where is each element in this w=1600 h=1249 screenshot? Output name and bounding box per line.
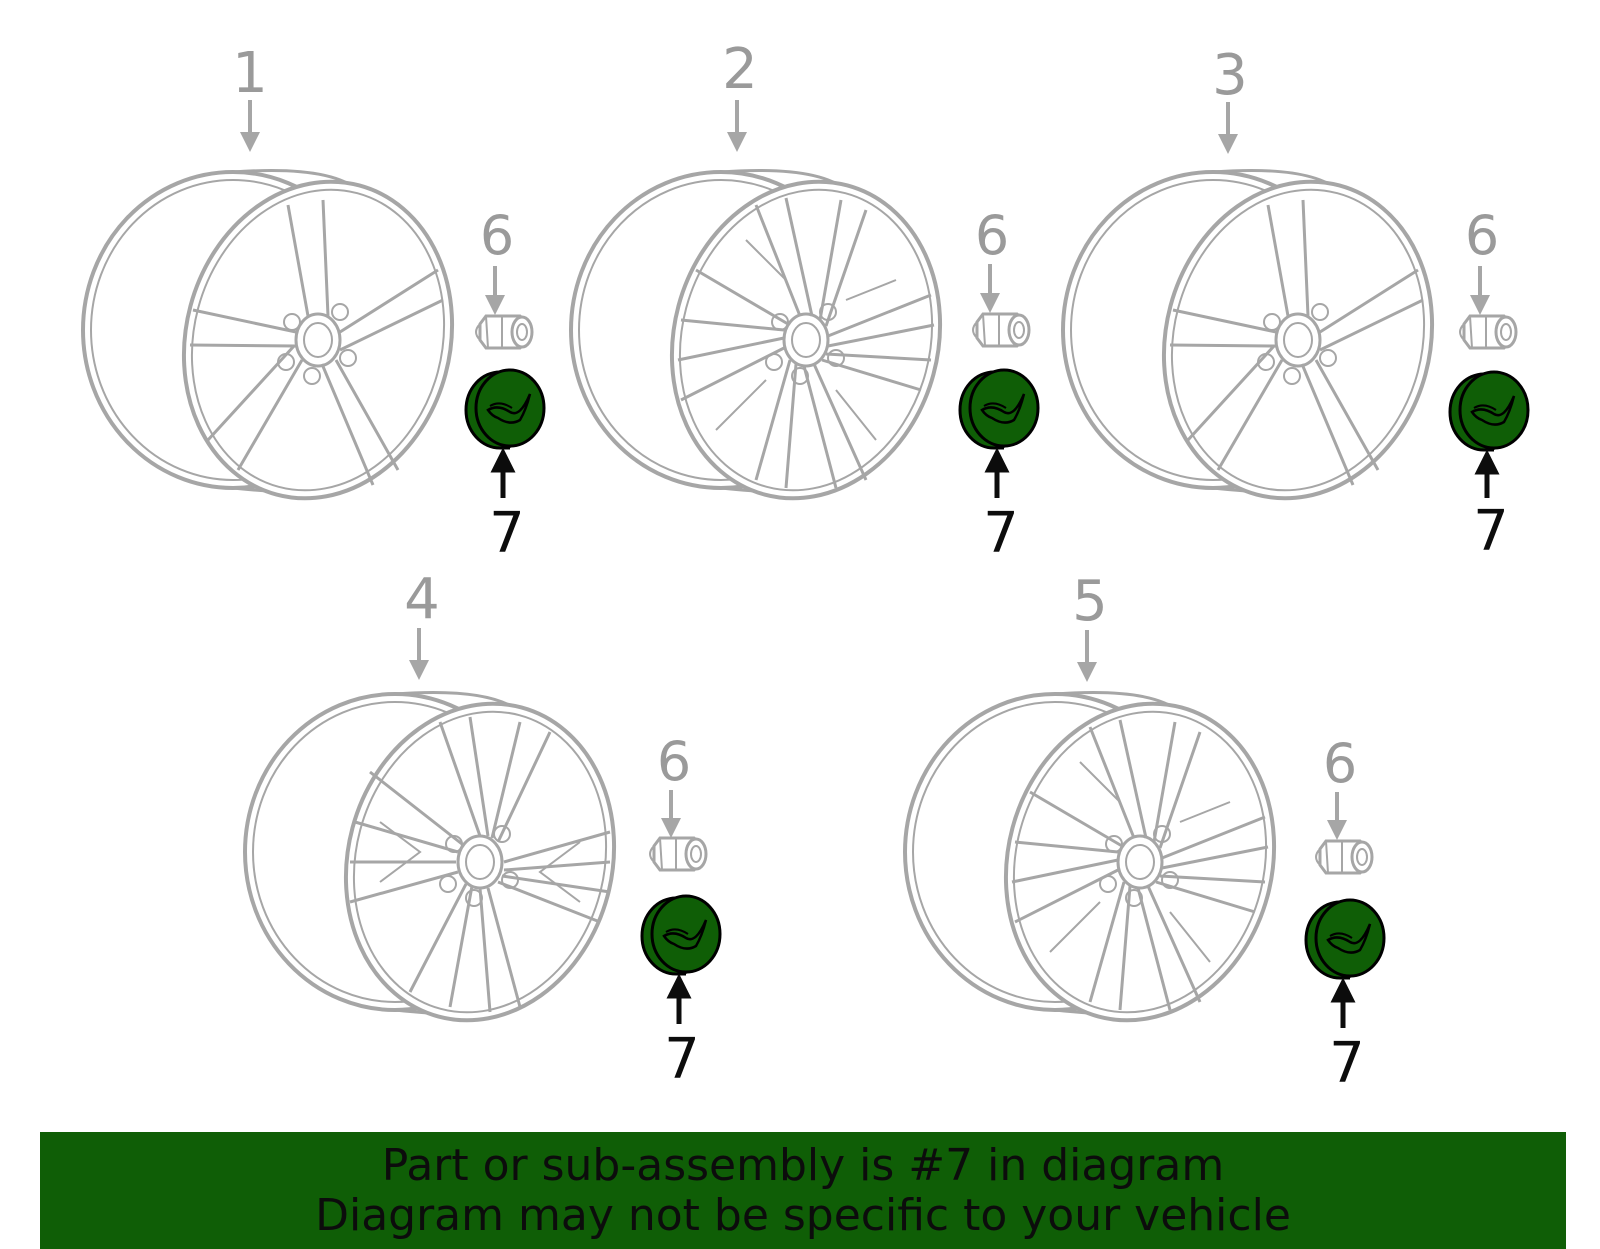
center-cap-1: 7 <box>464 368 546 566</box>
lug-nut-icon <box>971 312 1031 348</box>
footer-line-2: Diagram may not be specific to your vehi… <box>315 1189 1291 1241</box>
crossed-flags-emblem-icon <box>1448 370 1530 452</box>
callout-7-label-1: 7 <box>489 501 525 566</box>
callout-7-label-3: 7 <box>1473 499 1509 564</box>
lug-nut-3: 6 <box>1458 204 1518 350</box>
callout-6-label-4: 6 <box>657 730 691 793</box>
lug-nut-icon <box>1458 314 1518 350</box>
crossed-flags-emblem-icon <box>1304 898 1386 980</box>
wheel-4: 4 <box>243 567 651 1053</box>
lug-nut-5: 6 <box>1314 732 1374 875</box>
callout-6-label-3: 6 <box>1465 204 1499 267</box>
callout-7-label-2: 7 <box>983 501 1019 566</box>
lug-nut-4: 6 <box>648 730 708 872</box>
callout-4-label: 4 <box>404 567 440 632</box>
wheel-2: 2 <box>569 37 977 531</box>
callout-1-label: 1 <box>232 41 268 106</box>
lug-nut-icon <box>474 314 534 350</box>
crossed-flags-emblem-icon <box>464 368 546 450</box>
center-cap-2: 7 <box>958 368 1040 566</box>
lug-nut-1: 6 <box>474 204 534 350</box>
wheel-1: 1 <box>81 41 489 531</box>
callout-7-label-5: 7 <box>1329 1031 1365 1096</box>
callout-2-label: 2 <box>722 37 758 102</box>
callout-6-label-2: 6 <box>975 204 1009 267</box>
wheel-5: 5 <box>903 569 1311 1053</box>
lug-nut-2: 6 <box>971 204 1031 348</box>
wheel-3: 3 <box>1061 43 1469 531</box>
callout-6-label-5: 6 <box>1323 732 1357 795</box>
callout-6-label-1: 6 <box>480 204 514 267</box>
center-cap-4: 7 <box>640 894 722 1092</box>
callout-5-label: 5 <box>1072 569 1108 634</box>
footer-line-1: Part or sub-assembly is #7 in diagram <box>381 1139 1225 1191</box>
center-cap-3: 7 <box>1448 370 1530 564</box>
callout-7-label-4: 7 <box>664 1027 700 1092</box>
callout-3-label: 3 <box>1212 43 1248 108</box>
crossed-flags-emblem-icon <box>958 368 1040 450</box>
crossed-flags-emblem-icon <box>640 894 722 976</box>
lug-nut-icon <box>1314 839 1374 875</box>
footer-banner: Part or sub-assembly is #7 in diagram Di… <box>40 1132 1566 1249</box>
lug-nut-icon <box>648 836 708 872</box>
center-cap-5: 7 <box>1304 898 1386 1096</box>
